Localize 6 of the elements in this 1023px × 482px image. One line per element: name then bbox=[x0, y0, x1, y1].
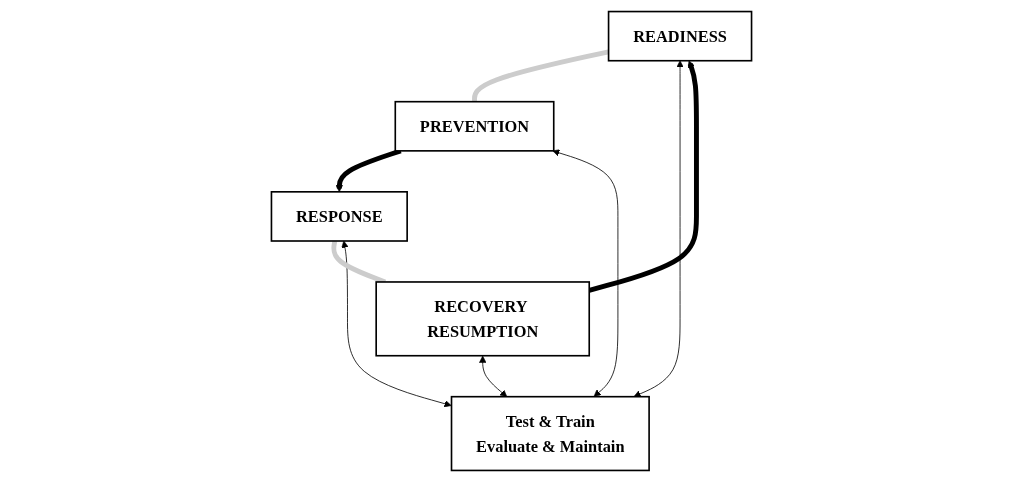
node-box: READINESS bbox=[607, 10, 753, 62]
node-box: RECOVERY RESUMPTION bbox=[375, 281, 591, 357]
node-box: PREVENTION bbox=[394, 100, 555, 152]
node-box: RESPONSE bbox=[270, 191, 408, 242]
node-box: Test & Train Evaluate & Maintain bbox=[450, 395, 650, 472]
arrow bbox=[335, 148, 402, 193]
